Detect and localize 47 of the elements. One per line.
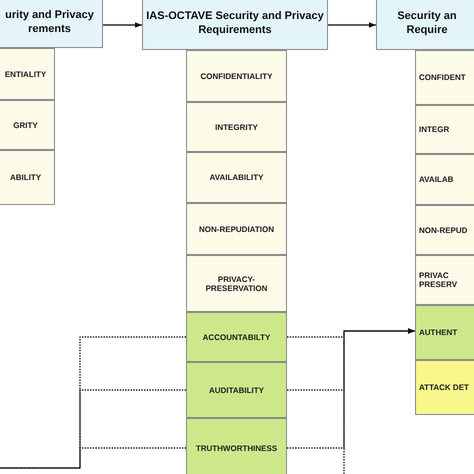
- header-box: [0, 0, 103, 48]
- requirement-label: PRIVAC PRESERV: [419, 271, 458, 289]
- requirement-label: AVAILABILITY: [210, 173, 264, 182]
- requirement-cell: [186, 102, 287, 152]
- requirement-label: ENTIALITY: [4, 70, 46, 78]
- requirement-cell: [186, 362, 287, 418]
- requirement-cell: [186, 152, 287, 203]
- requirement-cell: [186, 312, 287, 362]
- requirement-cell: [415, 255, 474, 305]
- dotted-connector: [0, 389, 186, 469]
- requirement-cell: [415, 105, 474, 154]
- dotted-connector: [0, 447, 186, 469]
- arrow: [328, 22, 376, 28]
- requirement-cell: [415, 360, 474, 415]
- requirement-label: NON-REPUD: [419, 226, 468, 234]
- requirement-label: TRUTHWORTHINESS: [196, 444, 278, 452]
- requirement-label: INTEGRITY: [215, 122, 258, 132]
- requirement-cell: [415, 50, 474, 105]
- requirement-label: ABILITY: [10, 173, 42, 182]
- requirement-label: AVAILAB: [419, 175, 454, 184]
- requirement-cell: [186, 203, 287, 255]
- requirement-label: ACCOUNTABILTY: [202, 332, 270, 342]
- requirement-cell: [186, 255, 287, 312]
- requirement-cell: [186, 50, 287, 102]
- requirement-cell: [415, 305, 474, 360]
- requirement-cell: [0, 48, 55, 100]
- requirement-label: AUTHENT: [419, 328, 458, 337]
- requirement-label: AUDITABILITY: [209, 386, 264, 394]
- requirement-cell: [415, 154, 474, 205]
- header-box: [376, 0, 474, 50]
- requirement-cell: [0, 150, 55, 205]
- requirement-label: INTEGR: [419, 125, 450, 134]
- requirement-label: NON-REPUDIATION: [199, 224, 274, 234]
- requirement-label: PRIVACY-PRESERVATION: [204, 274, 268, 292]
- dotted-arrow: [343, 328, 415, 474]
- header-box: [142, 0, 328, 50]
- requirement-label: CONFIDENT: [419, 73, 466, 82]
- requirement-cell: [415, 205, 474, 255]
- header-title: Security an Require: [396, 10, 458, 38]
- arrow: [103, 22, 142, 28]
- requirement-label: ATTACK DET: [419, 383, 469, 392]
- requirement-label: GRITY: [13, 120, 38, 130]
- requirement-cell: [0, 100, 55, 150]
- header-title: IAS-OCTAVE Security and Privacy Requirements: [146, 10, 324, 38]
- requirement-label: CONFIDENTIALITY: [200, 72, 272, 80]
- requirement-cell: [186, 418, 287, 474]
- header-title: urity and Privacy rements: [4, 9, 95, 37]
